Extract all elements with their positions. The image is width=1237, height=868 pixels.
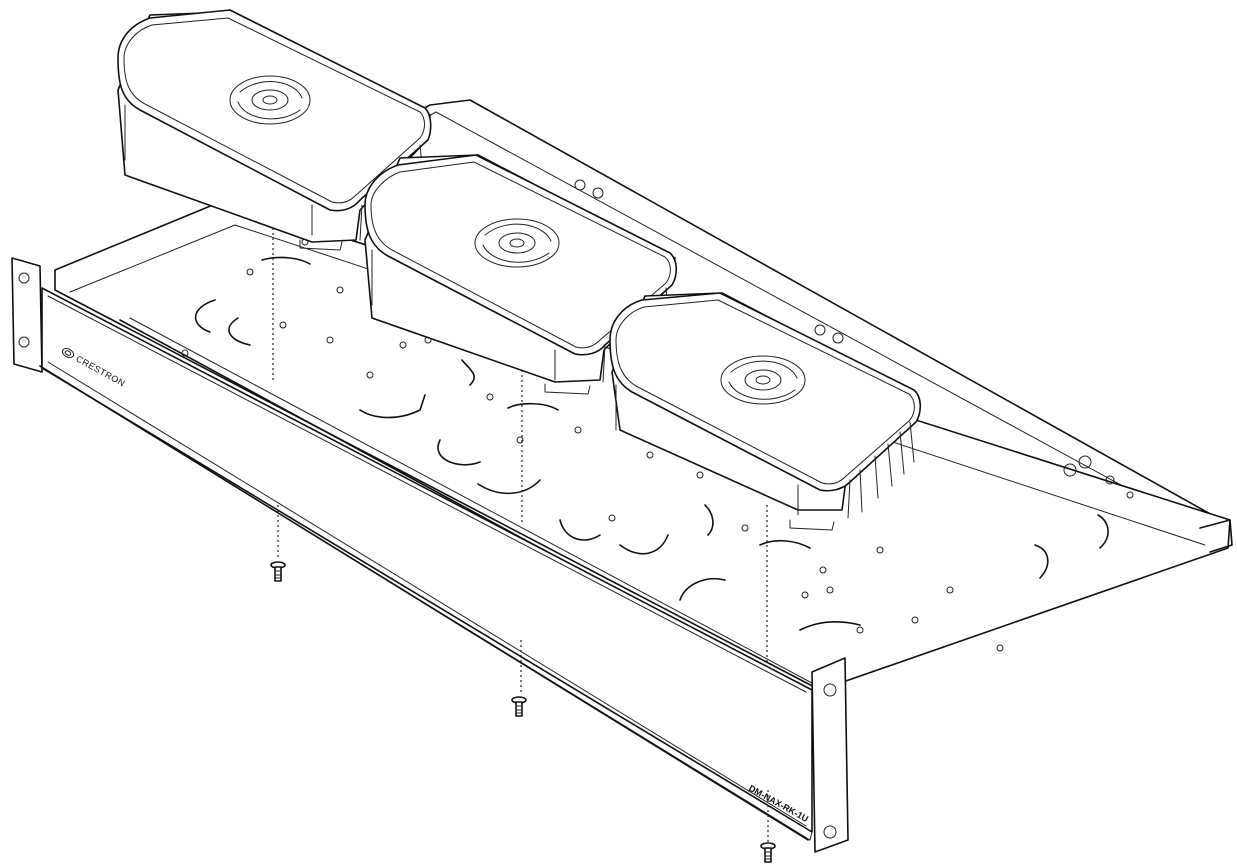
device-3	[609, 292, 922, 531]
screw-icon	[270, 561, 286, 582]
swirl-logo-icon	[720, 355, 806, 405]
tray-slots	[194, 256, 1109, 631]
front-faceplate	[39, 287, 813, 841]
brand-logo-icon	[61, 347, 75, 359]
swirl-logo-icon	[229, 75, 311, 125]
left-rack-ear	[11, 257, 43, 373]
screw-icon	[760, 842, 776, 863]
tray-holes	[181, 179, 1134, 652]
screw-icon	[511, 696, 527, 717]
right-rack-ear	[811, 657, 849, 853]
swirl-logo-icon	[474, 218, 560, 268]
device-1	[117, 9, 432, 251]
alignment-lines	[272, 228, 769, 845]
